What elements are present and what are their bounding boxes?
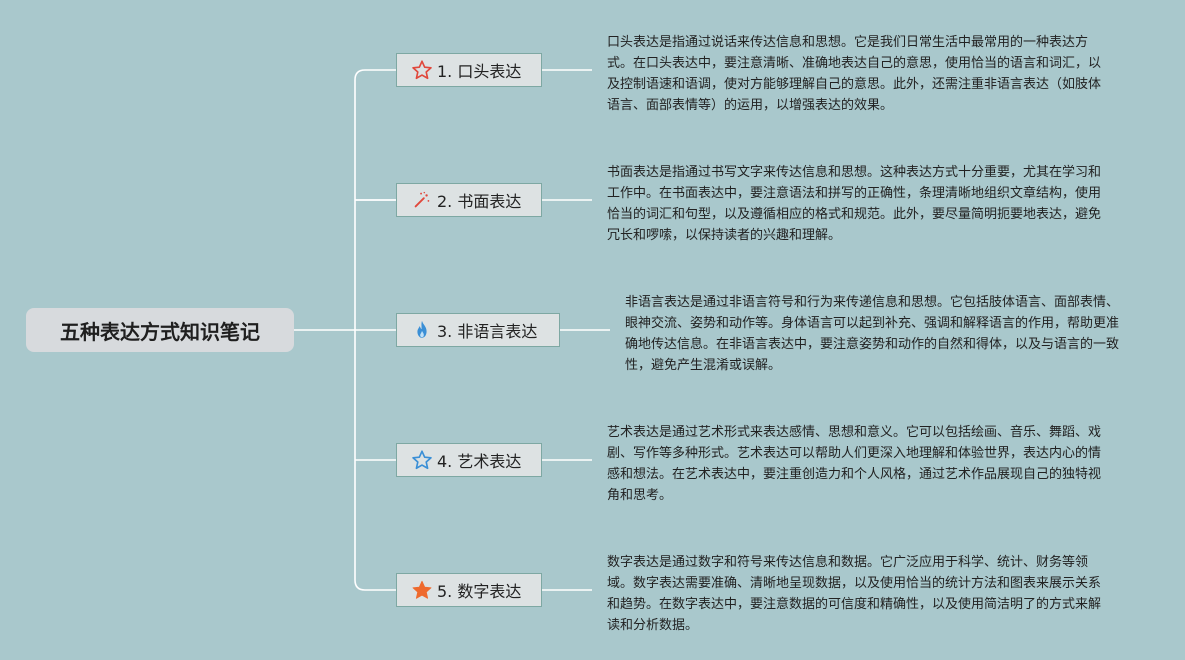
magic-wand-icon <box>411 189 433 211</box>
topic-description: 书面表达是指通过书写文字来传达信息和思想。这种表达方式十分重要，尤其在学习和工作… <box>607 165 1102 243</box>
star-filled-orange-icon <box>411 579 433 601</box>
topic-label: 1. 口头表达 <box>437 62 522 81</box>
topic-art-expression[interactable]: 4. 艺术表达 <box>396 443 542 477</box>
star-outline-blue-icon <box>411 449 433 471</box>
flame-blue-icon <box>411 319 433 341</box>
topic-oral-expression[interactable]: 1. 口头表达 <box>396 53 542 87</box>
topic-description: 艺术表达是通过艺术形式来表达感情、思想和意义。它可以包括绘画、音乐、舞蹈、戏剧、… <box>607 425 1102 503</box>
root-title: 五种表达方式知识笔记 <box>60 319 260 344</box>
topic-label: 3. 非语言表达 <box>437 322 538 341</box>
topic-label: 2. 书面表达 <box>437 192 522 211</box>
topic-numeric-expression[interactable]: 5. 数字表达 <box>396 573 542 607</box>
star-outline-red-icon <box>411 59 433 81</box>
topic-description: 口头表达是指通过说话来传达信息和思想。它是我们日常生活中最常用的一种表达方式。在… <box>607 35 1102 113</box>
topic-label: 4. 艺术表达 <box>437 452 522 471</box>
topic-description: 非语言表达是通过非语言符号和行为来传递信息和思想。它包括肢体语言、面部表情、眼神… <box>625 295 1120 373</box>
topic-nonverbal-expression[interactable]: 3. 非语言表达 <box>396 313 560 347</box>
topic-description: 数字表达是通过数字和符号来传达信息和数据。它广泛应用于科学、统计、财务等领域。数… <box>607 555 1102 633</box>
topic-label: 5. 数字表达 <box>437 582 522 601</box>
topic-written-expression[interactable]: 2. 书面表达 <box>396 183 542 217</box>
root-topic[interactable]: 五种表达方式知识笔记 <box>26 308 294 352</box>
